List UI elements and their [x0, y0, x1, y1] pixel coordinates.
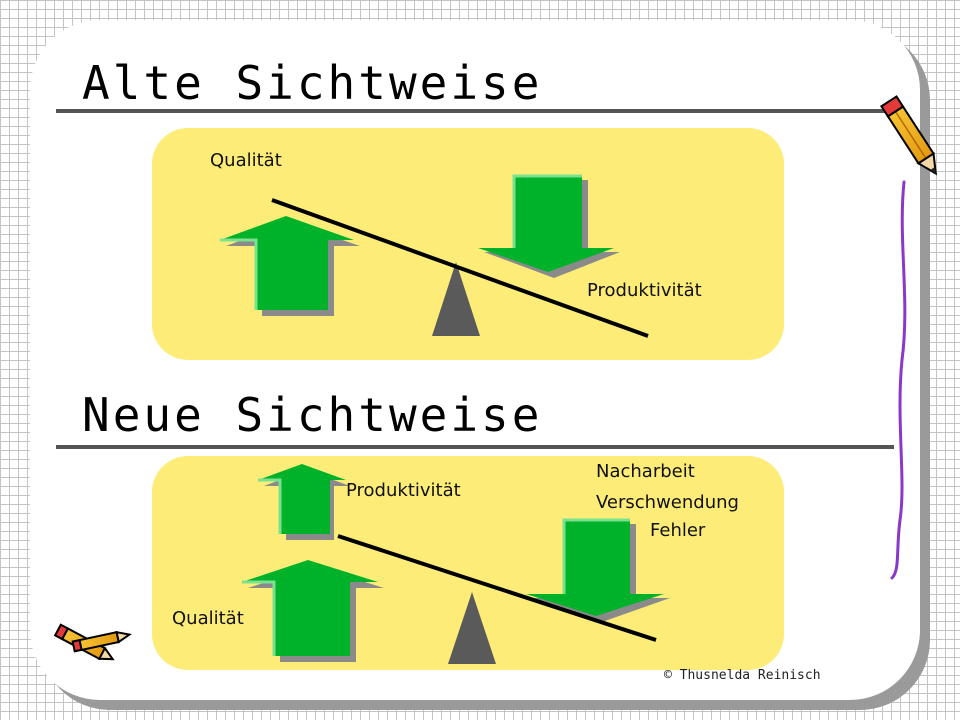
label-productivity-old: Produktivität	[587, 280, 702, 301]
title-old-view: Alte Sichtweise	[82, 56, 543, 110]
lever-beam-new	[337, 534, 657, 642]
fulcrum-new	[448, 592, 496, 664]
title-underline-old	[56, 109, 894, 113]
copyright-text: © Thusnelda Reinisch	[664, 668, 821, 683]
label-rework: Nacharbeit	[596, 461, 695, 482]
fulcrum-old	[432, 262, 480, 336]
arrow-down-waste-new	[526, 518, 670, 622]
label-waste: Verschwendung	[596, 492, 739, 513]
decorative-purple-line	[890, 180, 907, 580]
label-quality-old: Qualität	[210, 150, 282, 171]
arrow-up-productivity-new	[258, 464, 350, 540]
title-underline-new	[56, 445, 894, 449]
arrow-down-productivity-old	[478, 174, 620, 278]
label-errors: Fehler	[650, 520, 706, 541]
arrow-up-quality-old	[220, 216, 360, 316]
crossed-pencils-icon	[53, 623, 132, 661]
lever-beam-old	[271, 198, 649, 338]
title-new-view: Neue Sichtweise	[82, 388, 543, 442]
label-quality-new: Qualität	[172, 608, 244, 629]
arrow-up-quality-new	[242, 560, 384, 662]
label-productivity-new: Produktivität	[346, 480, 461, 501]
pencil-icon	[880, 95, 938, 176]
